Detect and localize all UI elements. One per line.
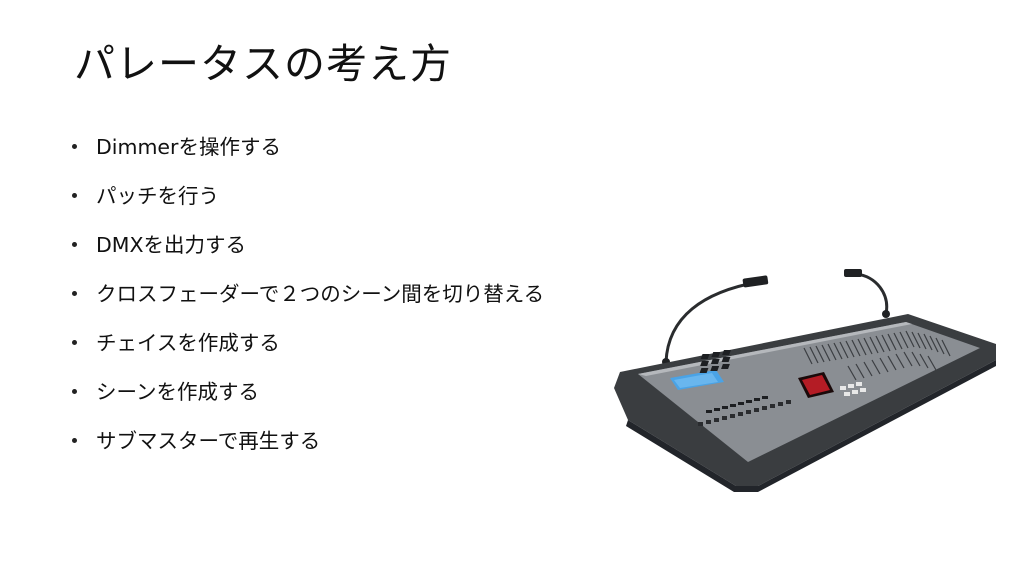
lighting-console-image <box>614 269 996 492</box>
keypad-buttons <box>699 350 731 373</box>
function-buttons <box>840 382 866 396</box>
list-item: パッチを行う <box>72 180 544 229</box>
list-item: サブマスターで再生する <box>72 425 544 474</box>
list-item: Dimmerを操作する <box>72 131 544 180</box>
list-item: DMXを出力する <box>72 229 544 278</box>
bullet-dot-icon <box>72 389 77 394</box>
bullet-list: Dimmerを操作する パッチを行う DMXを出力する クロスフェーダーで２つの… <box>72 131 544 474</box>
bullet-dot-icon <box>72 438 77 443</box>
list-item: クロスフェーダーで２つのシーン間を切り替える <box>72 278 544 327</box>
slide-title: パレータスの考え方 <box>74 40 452 88</box>
bullet-dot-icon <box>72 242 77 247</box>
bullet-text: シーンを作成する <box>96 380 259 404</box>
list-item: シーンを作成する <box>72 376 544 425</box>
bullet-text: チェイスを作成する <box>96 331 280 355</box>
list-item: チェイスを作成する <box>72 327 544 376</box>
bullet-dot-icon <box>72 291 77 296</box>
fader-bank <box>803 330 951 381</box>
fader-knobs <box>706 396 768 413</box>
bullet-text: クロスフェーダーで２つのシーン間を切り替える <box>96 282 545 306</box>
bullet-dot-icon <box>72 144 77 149</box>
gooseneck-lamp-icon <box>662 269 890 366</box>
bullet-text: DMXを出力する <box>96 233 247 257</box>
button-rows <box>698 400 791 426</box>
bullet-text: サブマスターで再生する <box>96 429 321 453</box>
bullet-dot-icon <box>72 193 77 198</box>
bullet-dot-icon <box>72 340 77 345</box>
bullet-text: パッチを行う <box>96 184 219 208</box>
bullet-text: Dimmerを操作する <box>96 135 281 159</box>
